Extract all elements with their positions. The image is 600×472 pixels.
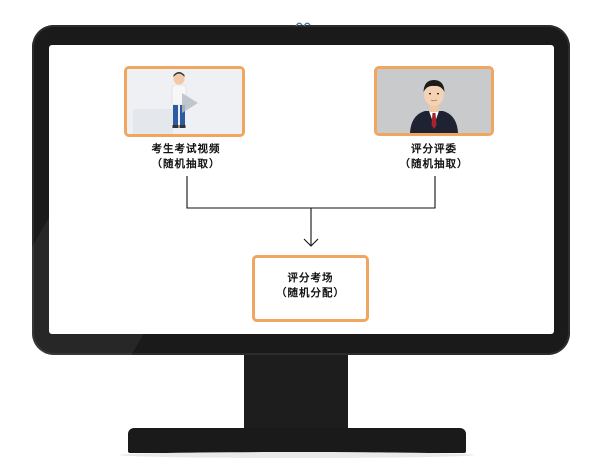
node-video-thumbnail [124, 66, 245, 137]
node-venue-box [252, 255, 369, 322]
node-judge-title: 评分评委 [411, 143, 457, 155]
node-video-subtitle: （随机抽取） [151, 158, 221, 170]
student-video-thumbnail [127, 69, 242, 134]
node-judge-label: 评分评委 （随机抽取） [382, 142, 486, 172]
node-video-title: 考生考试视频 [151, 143, 221, 155]
node-video-label: 考生考试视频 （随机抽取） [134, 142, 238, 172]
monitor-logo [295, 22, 311, 27]
monitor-base [128, 428, 466, 453]
judge-portrait [377, 69, 491, 133]
node-judge-subtitle: （随机抽取） [399, 158, 469, 170]
monitor-neck [244, 355, 348, 431]
node-venue-subtitle: （随机分配） [276, 287, 345, 299]
node-judge-thumbnail [374, 66, 494, 136]
play-icon [182, 93, 198, 113]
monitor-base-shadow [120, 452, 474, 458]
node-venue-title: 评分考场 [287, 272, 334, 284]
node-venue-label: 评分考场 （随机分配） [252, 271, 369, 301]
